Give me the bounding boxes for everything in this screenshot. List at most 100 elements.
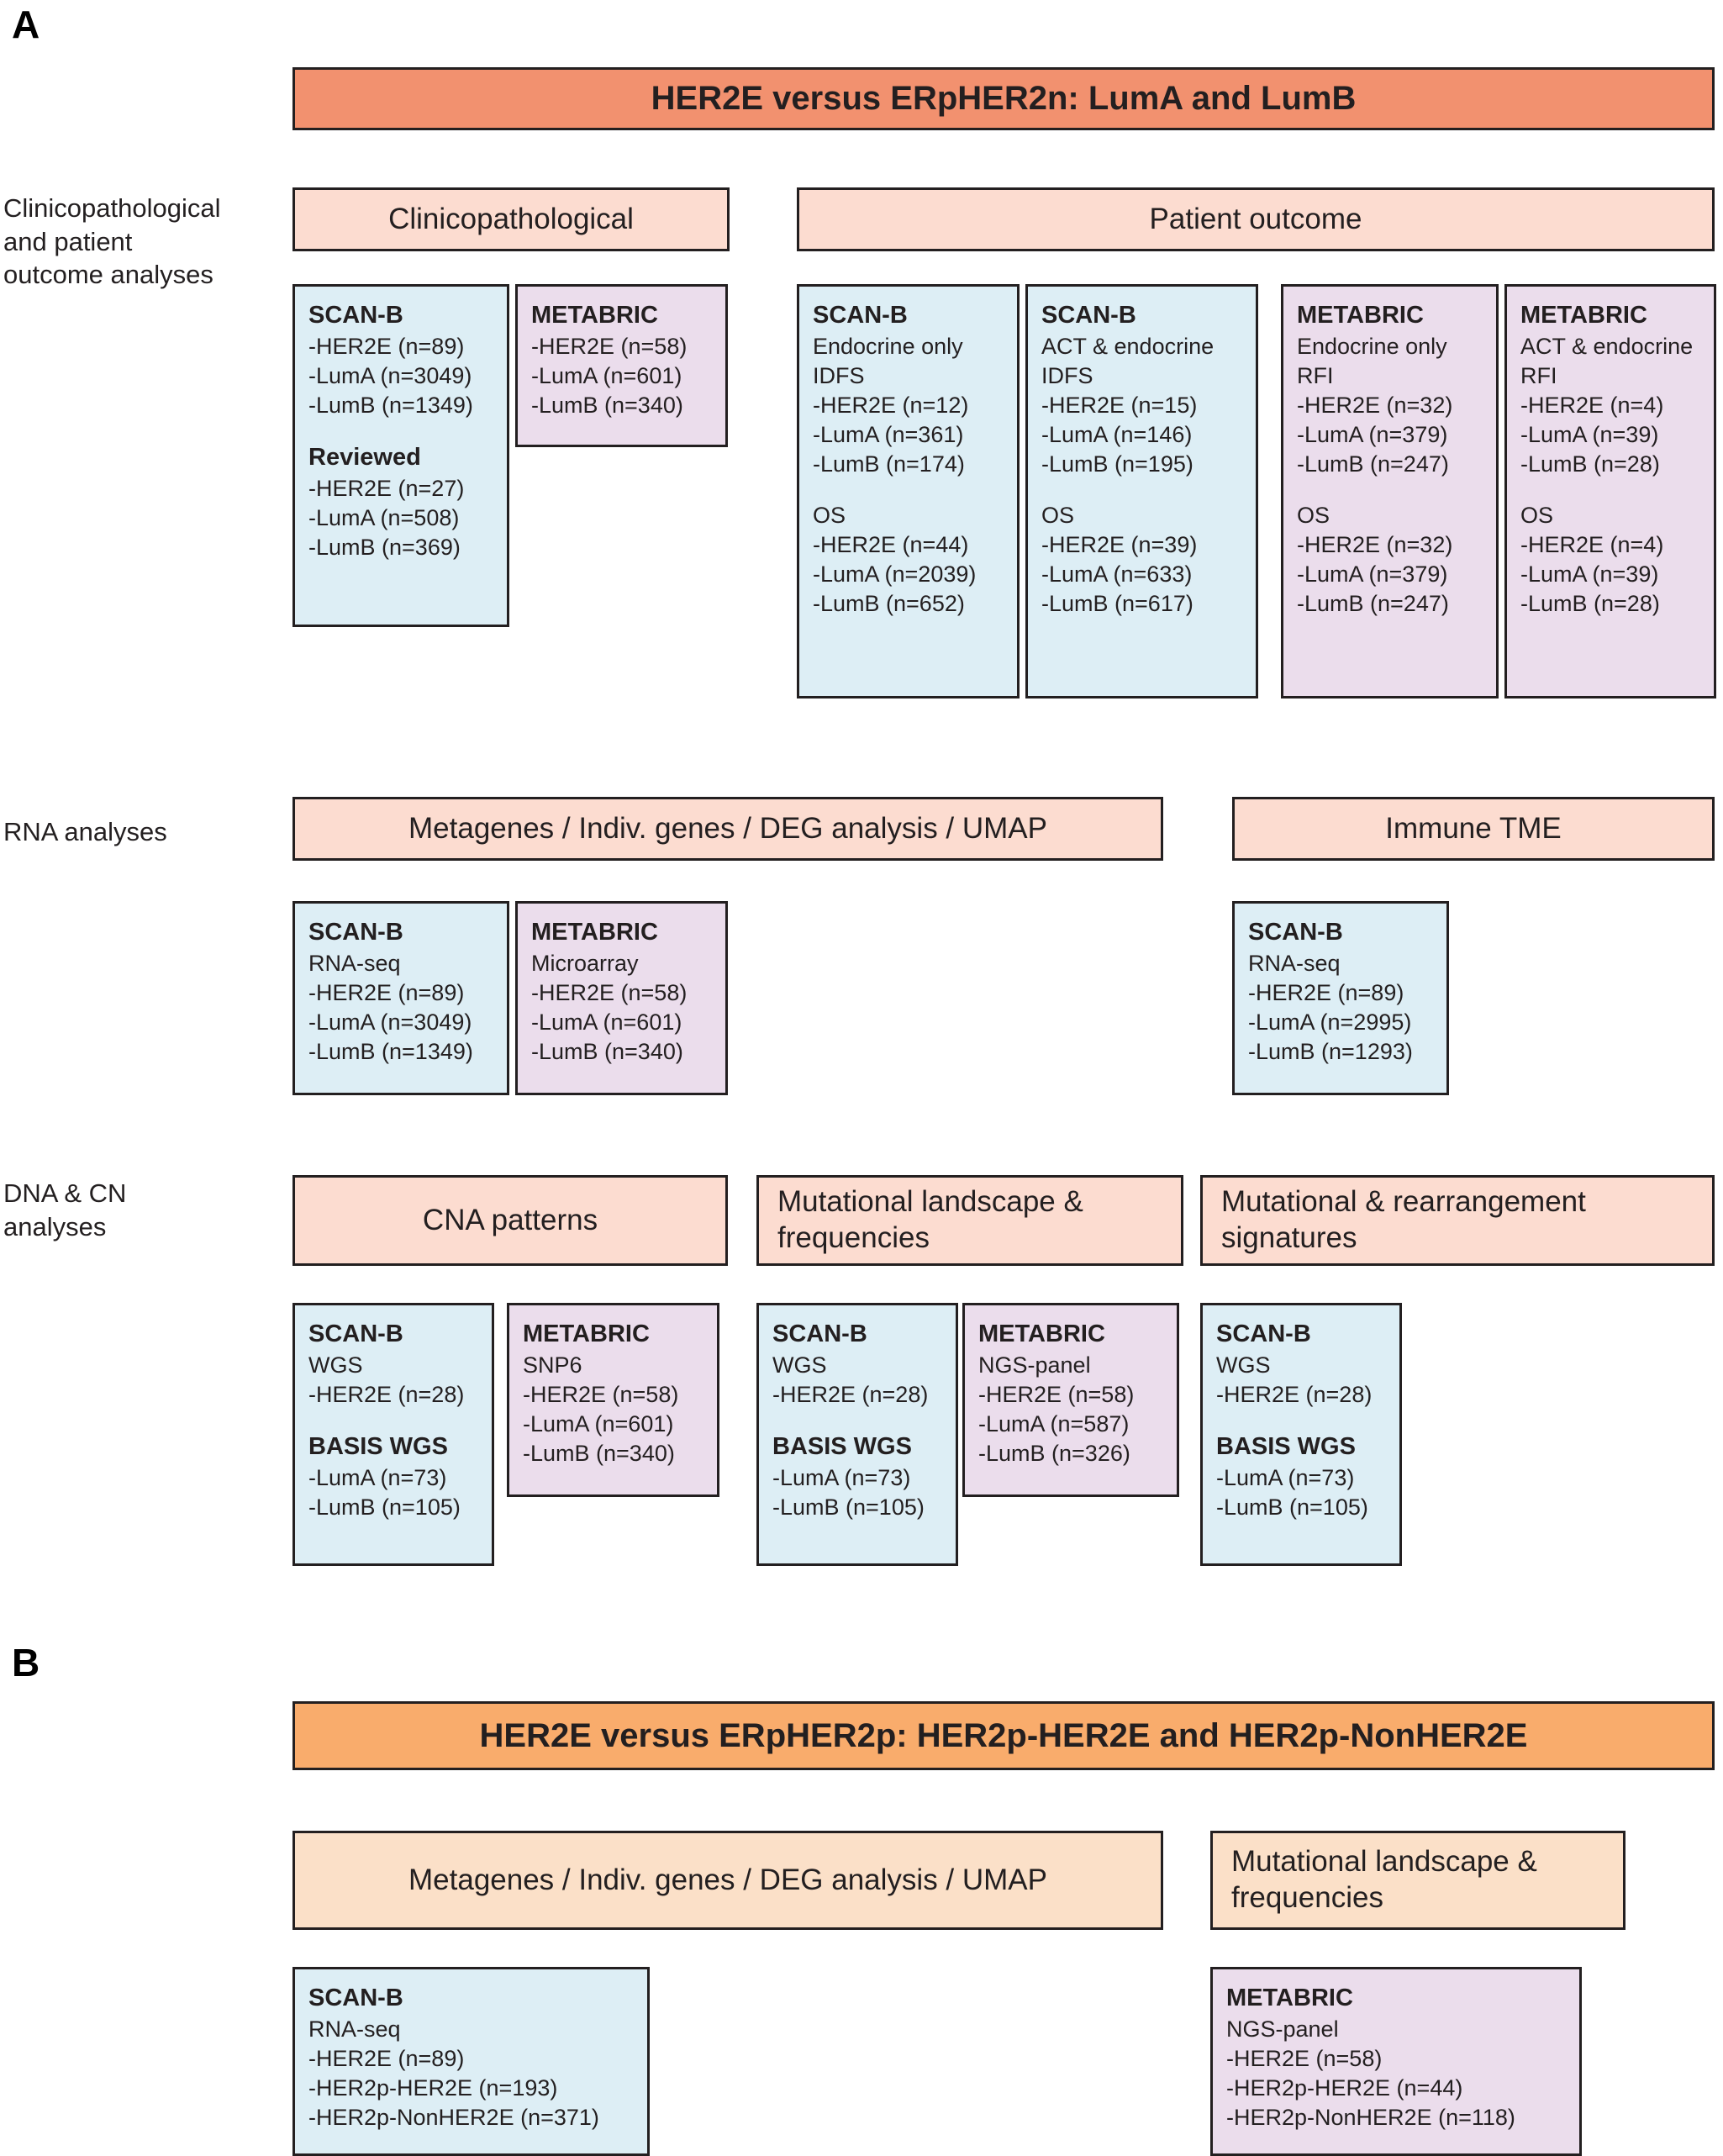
box-line: -LumA (n=3049) — [308, 1009, 472, 1035]
box-subtitle: WGS — [772, 1352, 827, 1378]
box-title: METABRIC — [1520, 302, 1647, 329]
box-spacer — [1297, 479, 1484, 501]
category-cna-patterns: CNA patterns — [292, 1175, 728, 1266]
box-subtitle: RNA-seq — [308, 950, 401, 976]
box-subtitle-reviewed: Reviewed — [308, 443, 421, 471]
panel-b-banner: HER2E versus ERpHER2p: HER2p-HER2E and H… — [292, 1701, 1715, 1770]
box-subtitle: WGS — [1216, 1352, 1271, 1378]
box-line: -HER2E (n=28) — [772, 1381, 929, 1407]
box-line: -HER2E (n=89) — [308, 979, 465, 1005]
box-line: -LumB (n=340) — [531, 392, 683, 418]
box-subtitle: Endocrine only — [1297, 333, 1447, 359]
box-cna-metabric: METABRIC SNP6 -HER2E (n=58) -LumA (n=601… — [507, 1303, 719, 1497]
box-title: SCAN-B — [308, 919, 403, 946]
box-spacer — [1041, 479, 1244, 501]
box-line: -LumB (n=105) — [772, 1494, 925, 1520]
box-group-label: IDFS — [813, 362, 865, 388]
box-title: METABRIC — [531, 919, 658, 946]
box-rna-scanb: SCAN-B RNA-seq -HER2E (n=89) -LumA (n=30… — [292, 901, 509, 1095]
box-group-label: OS — [813, 503, 846, 529]
box-line: -HER2E (n=27) — [308, 475, 465, 501]
box-line: -LumA (n=508) — [308, 504, 460, 530]
category-mutational-landscape: Mutational landscape & frequencies — [756, 1175, 1183, 1266]
box-line: -LumB (n=105) — [308, 1494, 461, 1520]
box-outcome-metabric-endocrine: METABRIC Endocrine only RFI -HER2E (n=32… — [1281, 284, 1499, 698]
box-clinicopathological-metabric: METABRIC -HER2E (n=58) -LumA (n=601) -Lu… — [515, 284, 728, 447]
box-line: -HER2E (n=58) — [1226, 2045, 1383, 2071]
box-line: -LumB (n=105) — [1216, 1494, 1368, 1520]
box-line: -LumB (n=1349) — [308, 392, 473, 418]
box-title: SCAN-B — [772, 1320, 867, 1347]
box-line: -HER2p-HER2E (n=193) — [308, 2074, 558, 2101]
box-title: SCAN-B — [1216, 1320, 1311, 1347]
box-outcome-scanb-endocrine: SCAN-B Endocrine only IDFS -HER2E (n=12)… — [797, 284, 1020, 698]
box-line: -LumA (n=587) — [978, 1410, 1130, 1436]
box-subtitle: SNP6 — [523, 1352, 582, 1378]
box-line: -LumA (n=2995) — [1248, 1009, 1412, 1035]
box-line: -HER2E (n=4) — [1520, 532, 1664, 558]
category-metagenes-deg-umap: Metagenes / Indiv. genes / DEG analysis … — [292, 797, 1163, 861]
box-line: -HER2E (n=28) — [308, 1381, 465, 1407]
category-immune-tme: Immune TME — [1232, 797, 1715, 861]
box-subtitle: NGS-panel — [978, 1352, 1091, 1378]
box-line: -LumB (n=340) — [531, 1038, 683, 1064]
box-line: -HER2p-NonHER2E (n=371) — [308, 2104, 599, 2130]
box-line: -LumB (n=326) — [978, 1440, 1130, 1466]
box-line: -HER2E (n=28) — [1216, 1381, 1373, 1407]
box-line: -HER2E (n=58) — [978, 1381, 1135, 1407]
box-line: -LumA (n=633) — [1041, 561, 1193, 588]
box-line: -LumA (n=601) — [531, 1009, 682, 1035]
box-clinicopathological-scanb: SCAN-B -HER2E (n=89) -LumA (n=3049) -Lum… — [292, 284, 509, 627]
box-group-label: OS — [1041, 503, 1075, 529]
row-label-dna-cn-analyses: DNA & CN analyses — [3, 1178, 127, 1241]
box-line: -LumA (n=379) — [1297, 561, 1448, 588]
box-spacer — [772, 1410, 944, 1431]
box-line: -HER2p-NonHER2E (n=118) — [1226, 2104, 1515, 2130]
box-line: -HER2E (n=39) — [1041, 532, 1198, 558]
box-line: -HER2E (n=44) — [813, 532, 969, 558]
box-line: -LumB (n=195) — [1041, 451, 1193, 477]
box-title: SCAN-B — [308, 302, 403, 329]
panel-a-banner: HER2E versus ERpHER2n: LumA and LumB — [292, 67, 1715, 130]
box-line: -LumA (n=39) — [1520, 421, 1659, 447]
box-title: METABRIC — [1226, 1985, 1353, 2011]
box-line: -LumB (n=1349) — [308, 1038, 473, 1064]
box-title: SCAN-B — [1041, 302, 1136, 329]
box-subtitle: Microarray — [531, 950, 639, 976]
box-line: -HER2E (n=32) — [1297, 392, 1453, 418]
box-title: METABRIC — [1297, 302, 1424, 329]
box-title: METABRIC — [523, 1320, 650, 1347]
panel-a-letter: A — [12, 3, 40, 46]
box-line: -LumA (n=601) — [531, 362, 682, 388]
box-line: -LumA (n=73) — [308, 1464, 447, 1490]
category-b-metagenes-deg-umap: Metagenes / Indiv. genes / DEG analysis … — [292, 1831, 1163, 1930]
box-title: SCAN-B — [308, 1985, 403, 2011]
box-subtitle-basis-wgs: BASIS WGS — [772, 1432, 912, 1460]
box-line: -HER2p-HER2E (n=44) — [1226, 2074, 1463, 2101]
box-group-label: IDFS — [1041, 362, 1093, 388]
box-immune-tme-scanb: SCAN-B RNA-seq -HER2E (n=89) -LumA (n=29… — [1232, 901, 1449, 1095]
box-outcome-scanb-act-endocrine: SCAN-B ACT & endocrine IDFS -HER2E (n=15… — [1025, 284, 1258, 698]
box-subtitle: NGS-panel — [1226, 2016, 1339, 2042]
box-spacer — [1216, 1410, 1388, 1431]
box-line: -LumB (n=1293) — [1248, 1038, 1413, 1064]
box-line: -LumB (n=28) — [1520, 451, 1660, 477]
box-line: -LumA (n=73) — [772, 1464, 911, 1490]
box-subtitle: RNA-seq — [308, 2016, 401, 2042]
box-spacer — [1520, 479, 1702, 501]
box-title: SCAN-B — [1248, 919, 1343, 946]
box-mutational-metabric: METABRIC NGS-panel -HER2E (n=58) -LumA (… — [962, 1303, 1179, 1497]
box-cna-scanb: SCAN-B WGS -HER2E (n=28) BASIS WGS -LumA… — [292, 1303, 494, 1566]
box-subtitle-basis-wgs: BASIS WGS — [1216, 1432, 1356, 1460]
box-line: -LumB (n=340) — [523, 1440, 675, 1466]
box-line: -HER2E (n=58) — [531, 979, 688, 1005]
box-group-label: OS — [1520, 503, 1554, 529]
box-line: -LumB (n=652) — [813, 591, 965, 617]
box-outcome-metabric-act-endocrine: METABRIC ACT & endocrine RFI -HER2E (n=4… — [1504, 284, 1716, 698]
box-b-scanb: SCAN-B RNA-seq -HER2E (n=89) -HER2p-HER2… — [292, 1967, 650, 2156]
row-label-clinicopathological: Clinicopathological and patient outcome … — [3, 193, 221, 290]
box-line: -LumB (n=247) — [1297, 451, 1449, 477]
box-mutational-scanb: SCAN-B WGS -HER2E (n=28) BASIS WGS -LumA… — [756, 1303, 958, 1566]
box-line: -HER2E (n=4) — [1520, 392, 1664, 418]
box-line: -LumB (n=174) — [813, 451, 965, 477]
